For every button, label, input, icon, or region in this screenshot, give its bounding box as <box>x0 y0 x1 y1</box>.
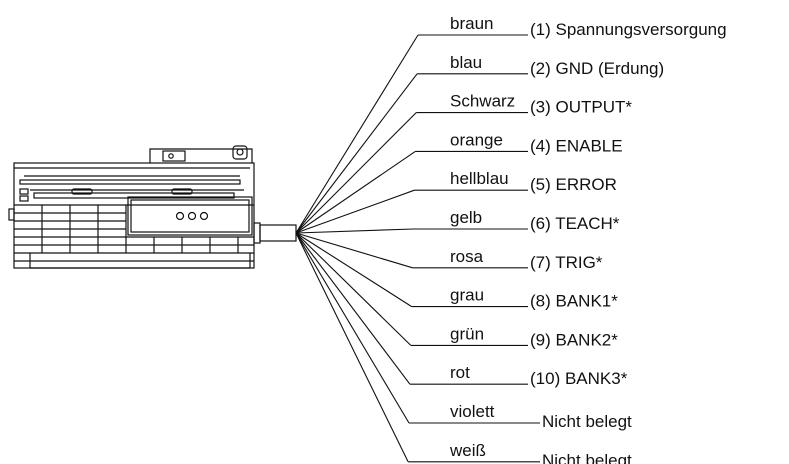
wire-list: braun (1) Spannungsversorgung blau (2) GND … <box>295 14 727 464</box>
wire-color-label: blau <box>450 53 482 72</box>
wire-line <box>295 189 415 234</box>
wire-6: gelb (6) TEACH* <box>295 208 620 234</box>
wire-line <box>295 232 409 463</box>
wire-2: blau (2) GND (Erdung) <box>295 53 664 234</box>
device-illustration <box>8 145 255 269</box>
wire-signal-label: (8) BANK1* <box>530 292 618 311</box>
wire-line <box>295 232 412 308</box>
wire-signal-label: (3) OUTPUT* <box>530 98 632 117</box>
wire-color-label: gelb <box>450 208 482 227</box>
wire-signal-label: (2) GND (Erdung) <box>530 59 664 78</box>
wire-10: rot (10) BANK3* <box>295 232 628 388</box>
wire-7: rosa (7) TRIG* <box>295 232 603 272</box>
wire-color-label: orange <box>450 130 503 149</box>
wire-line <box>295 228 414 234</box>
wire-color-label: rosa <box>450 247 484 266</box>
wire-3: Schwarz (3) OUTPUT* <box>295 92 632 234</box>
wire-color-label: violett <box>450 402 495 421</box>
wire-color-label: grün <box>450 324 484 343</box>
wire-color-label: weiß <box>449 441 486 460</box>
wire-signal-label: Nicht belegt <box>542 412 632 431</box>
wire-signal-label: (6) TEACH* <box>530 214 620 233</box>
wire-signal-label: (10) BANK3* <box>530 369 628 388</box>
cable-connector <box>253 222 297 244</box>
wire-color-label: grau <box>450 286 484 305</box>
wire-8: grau (8) BANK1* <box>295 232 618 311</box>
wire-line <box>295 232 412 346</box>
wire-line <box>295 150 416 234</box>
wire-signal-label: (1) Spannungsversorgung <box>530 20 727 39</box>
wire-line <box>295 34 419 234</box>
wire-5: hellblau (5) ERROR <box>295 169 617 234</box>
wire-signal-label: (9) BANK2* <box>530 330 618 349</box>
wire-9: grün (9) BANK2* <box>295 232 618 349</box>
wire-color-label: Schwarz <box>450 92 515 111</box>
wire-color-label: hellblau <box>450 169 509 188</box>
wire-color-label: rot <box>450 363 470 382</box>
wire-line <box>295 232 413 269</box>
wire-signal-label: Nicht belegt <box>542 451 632 464</box>
wire-line <box>295 112 417 234</box>
wire-line <box>295 232 410 424</box>
wire-signal-label: (7) TRIG* <box>530 253 603 272</box>
wire-line <box>295 232 411 385</box>
wire-4: orange (4) ENABLE <box>295 130 623 234</box>
wire-signal-label: (4) ENABLE <box>530 136 623 155</box>
wire-line <box>295 73 418 234</box>
wire-1: braun (1) Spannungsversorgung <box>295 14 727 234</box>
wire-signal-label: (5) ERROR <box>530 175 617 194</box>
wire-color-label: braun <box>450 14 493 33</box>
